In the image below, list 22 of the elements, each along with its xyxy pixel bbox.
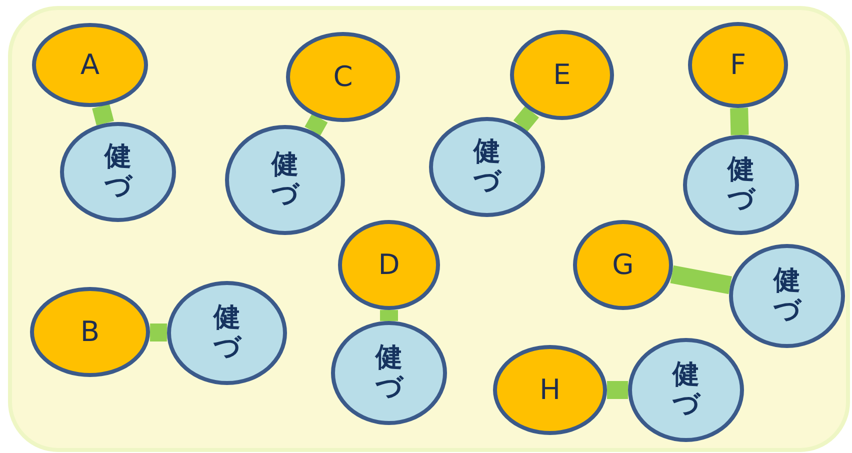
connector-bar [150, 323, 168, 342]
node-letter: E [553, 57, 571, 93]
node-label: 健づ [104, 142, 132, 202]
connector-bar [513, 106, 539, 132]
node-label: 健づ [728, 155, 754, 215]
node-letter: D [378, 247, 400, 283]
connector-bar [607, 381, 628, 399]
node-letter: F [730, 47, 746, 83]
node-label: 健づ [376, 343, 402, 403]
connector-bar [380, 310, 398, 321]
node-label: 健づ [672, 360, 700, 420]
node-label: 健づ [774, 266, 800, 326]
node-letter: C [333, 59, 353, 95]
connector-bar [730, 108, 749, 136]
node-label: 健づ [474, 137, 500, 197]
node-letter: B [80, 314, 100, 350]
node-letter: A [80, 47, 100, 83]
node-letter: H [539, 372, 561, 408]
node-letter: G [612, 247, 634, 283]
connector-bar [670, 265, 732, 294]
node-label: 健づ [214, 303, 240, 363]
node-label: 健づ [272, 150, 298, 210]
